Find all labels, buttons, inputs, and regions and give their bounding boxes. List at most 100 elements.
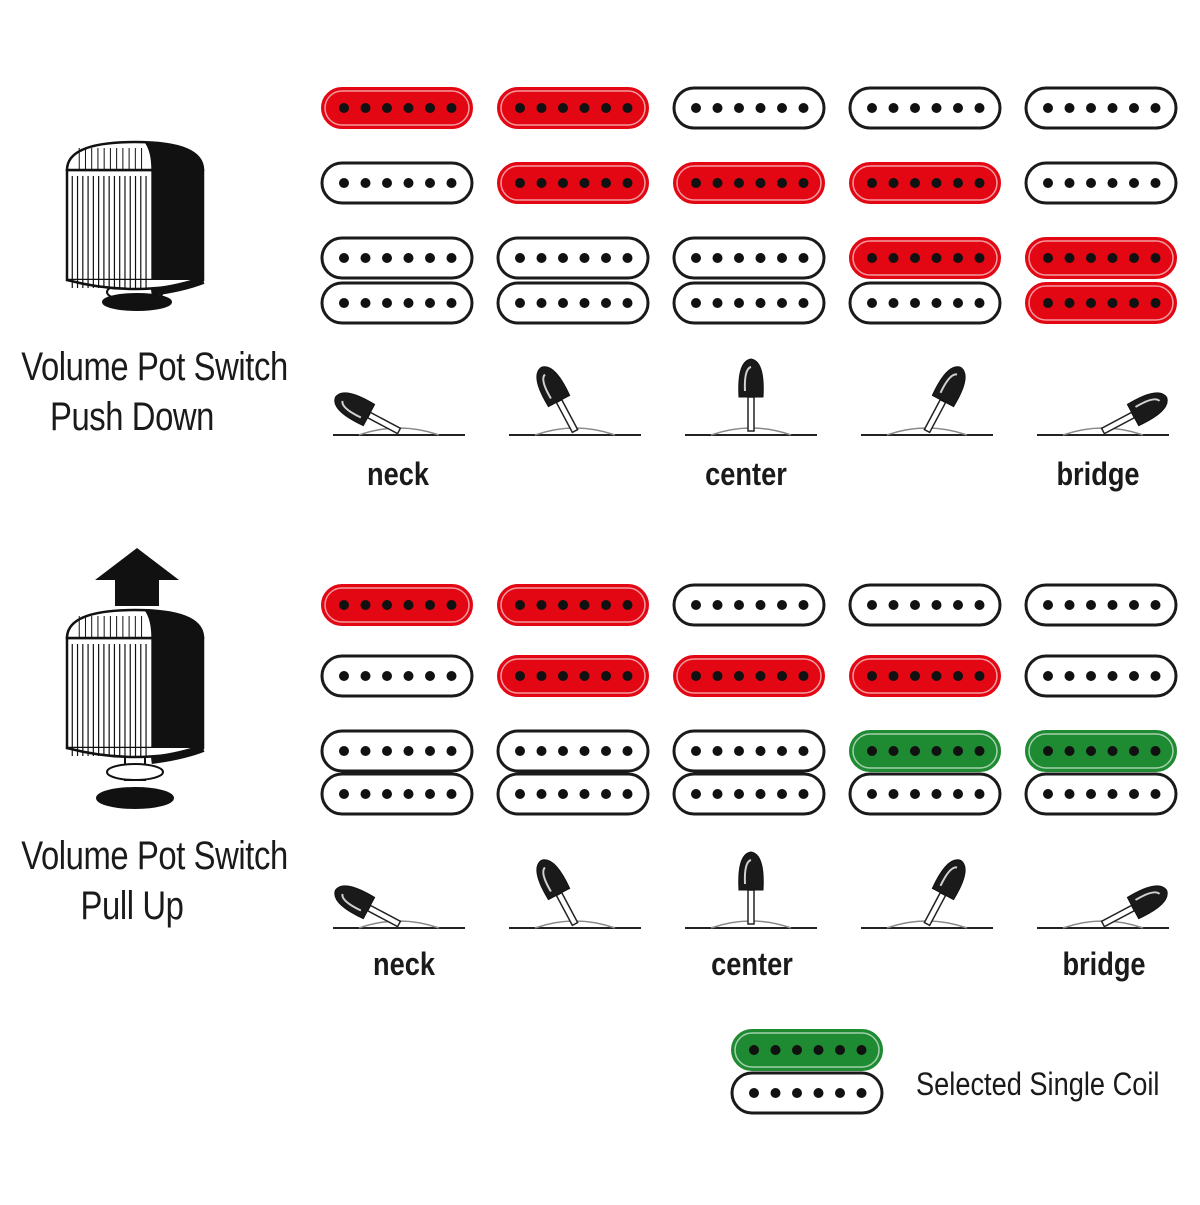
pole-piece [403,103,414,113]
pole-piece [910,298,920,308]
pole-piece [403,178,414,188]
lever-arm [738,851,764,925]
pole-piece [910,671,920,681]
pole-piece [712,600,723,610]
push-down-pos3-lever-switch-icon [685,358,817,436]
lever-arm [1100,392,1168,435]
pole-piece [798,178,809,188]
pole-piece [536,600,547,610]
pole-piece [515,178,525,188]
pole-piece [515,600,525,610]
lever-tip-shine [542,373,552,400]
pole-piece [691,253,701,263]
pole-piece [1107,298,1118,308]
lever-tip-shine [341,400,362,419]
pole-piece [734,600,744,610]
coil-body [320,281,474,325]
coil-body [848,281,1002,325]
pole-piece [777,600,787,610]
push-down-pos2-humbucker-bottom [496,281,650,325]
pole-piece [712,253,723,263]
coil-highlight [734,1032,880,1068]
pole-piece [691,600,701,610]
legend-label: Selected Single Coil [916,1066,1160,1102]
pole-piece [536,298,547,308]
pole-piece [515,746,525,756]
knob-shadow [151,638,203,748]
pull-up-label-neck: neck [373,946,435,982]
lever-tip-shine [1134,891,1161,901]
pole-piece [798,253,809,263]
legend-coil-bottom [730,1071,884,1115]
pole-piece [382,253,392,263]
pole-piece [1043,103,1053,113]
pole-piece [601,600,611,610]
coil-body [497,584,649,626]
pole-piece [755,746,766,756]
push-down-pos5-lever-switch-icon [1037,392,1169,436]
pole-piece [536,789,547,799]
coil-body [848,86,1002,130]
pole-piece [691,178,701,188]
push-down-knob-icon [65,140,205,311]
pole-piece [712,746,723,756]
pole-piece [734,671,744,681]
pole-piece [910,253,920,263]
push-down-label-neck: neck [367,456,429,492]
lever-tip-shine [542,866,552,893]
lever-arm [923,859,966,927]
coil-body [321,87,473,129]
lever-tip [931,366,966,408]
pole-piece [382,298,392,308]
pole-piece [1086,103,1096,113]
pole-piece [888,253,899,263]
pole-piece [1129,178,1139,188]
coil-highlight [852,658,998,694]
push-down-pos4-single-top [848,86,1002,130]
pole-piece [1064,746,1075,756]
pole-piece [339,746,349,756]
lever-tip-shine [939,373,958,394]
push-down-label-center: center [705,456,787,492]
pole-piece [888,600,899,610]
push-down-pos3-single-top [672,86,826,130]
pole-piece [1129,600,1139,610]
pole-piece [1107,600,1118,610]
pull-up-pos4-single-top [848,583,1002,627]
pole-piece [515,253,525,263]
pole-piece [1043,671,1053,681]
pole-piece [536,671,547,681]
coil-body [848,772,1002,816]
pole-piece [910,746,920,756]
pole-piece [360,178,371,188]
coil-body [1024,161,1178,205]
pole-piece [425,253,435,263]
coil-body [497,655,649,697]
pole-piece [1107,671,1118,681]
pole-piece [755,789,766,799]
pole-piece [792,1088,802,1098]
knob-collar [106,763,164,781]
pole-piece [403,600,414,610]
pole-piece [558,600,568,610]
pole-piece [515,671,525,681]
pole-piece [1107,746,1118,756]
push-down-pos5-humbucker-bottom [1025,282,1177,324]
pole-piece [425,746,435,756]
pole-piece [691,103,701,113]
pole-piece [953,600,963,610]
pole-piece [1064,103,1075,113]
pull-up-title-line2: Pull Up [80,884,184,928]
pole-piece [867,253,877,263]
pole-piece [888,298,899,308]
coil-body [497,87,649,129]
pull-up-pos2-single-bottom [497,655,649,697]
coil-body [849,237,1001,279]
pull-up-pos1-lever-switch-icon [333,885,465,929]
pull-up-pos5-single-top [1024,583,1178,627]
pole-piece [777,103,787,113]
lever-tip [536,859,571,901]
pole-piece [579,746,590,756]
